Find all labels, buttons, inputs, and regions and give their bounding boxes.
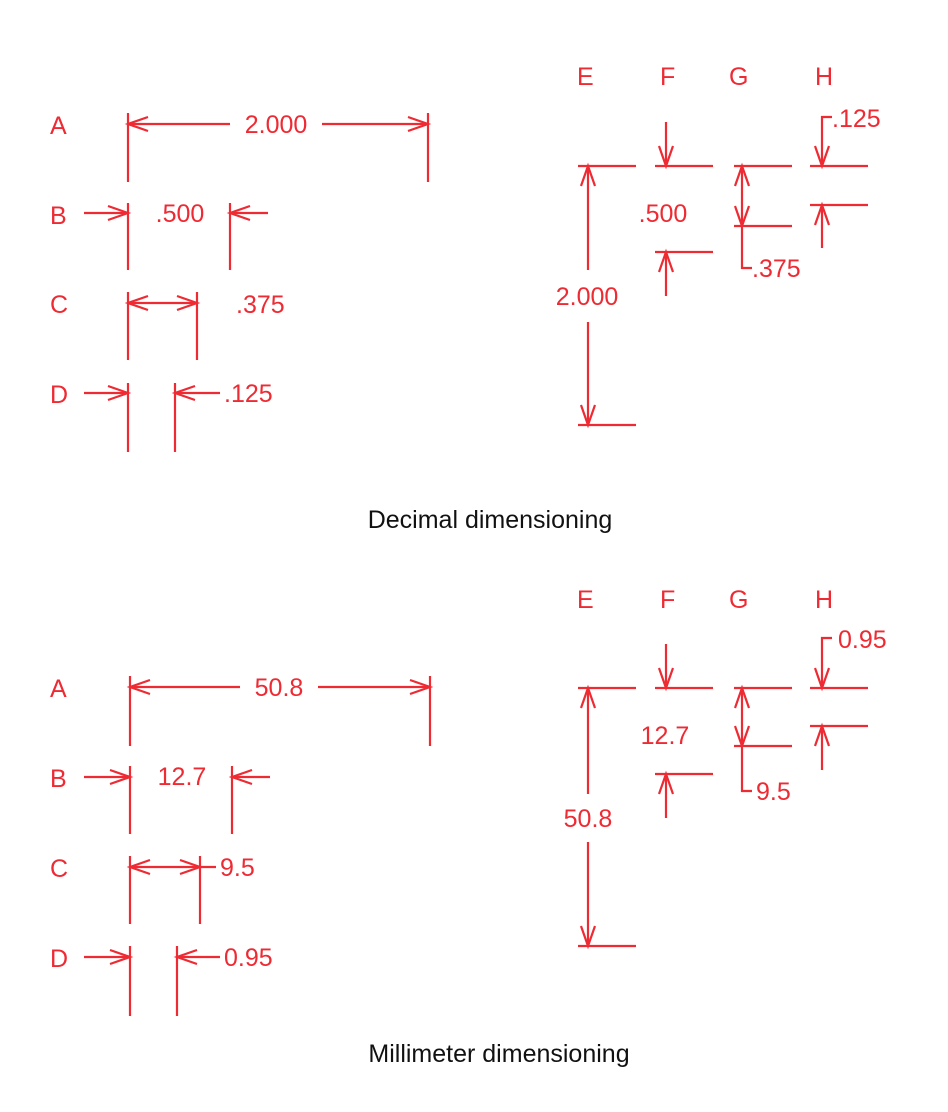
decimal-value-g: .375 — [752, 255, 801, 283]
decimal-value-c: .375 — [236, 291, 285, 319]
decimal-label-b: B — [50, 202, 67, 230]
metric-label-b: B — [50, 765, 67, 793]
decimal-value-d: .125 — [224, 380, 273, 408]
metric-value-f: 12.7 — [641, 722, 690, 750]
metric-panel: A B C D 50.8 12.7 — [50, 586, 887, 1068]
decimal-dim-f: .500 — [639, 122, 713, 296]
metric-value-a: 50.8 — [255, 674, 304, 702]
decimal-value-f: .500 — [639, 200, 688, 228]
decimal-dim-c: .375 — [124, 291, 285, 360]
metric-label-e: E — [577, 586, 594, 614]
metric-dim-c: 9.5 — [126, 854, 255, 924]
decimal-dim-b: .500 — [84, 200, 268, 270]
metric-value-d: 0.95 — [224, 944, 273, 972]
metric-label-c: C — [50, 855, 68, 883]
decimal-caption: Decimal dimensioning — [368, 506, 613, 534]
metric-label-f: F — [660, 586, 675, 614]
metric-value-g: 9.5 — [756, 778, 791, 806]
decimal-label-c: C — [50, 291, 68, 319]
decimal-label-g: G — [729, 63, 748, 91]
metric-value-e: 50.8 — [564, 805, 613, 833]
metric-dim-g: 9.5 — [733, 684, 792, 806]
metric-label-h: H — [815, 586, 833, 614]
decimal-label-h: H — [815, 63, 833, 91]
metric-dim-a: 50.8 — [126, 674, 434, 746]
metric-caption: Millimeter dimensioning — [368, 1040, 629, 1068]
decimal-panel: A B C D 2.000 .500 — [50, 63, 881, 534]
metric-dim-f: 12.7 — [641, 644, 713, 818]
decimal-dim-a: 2.000 — [124, 111, 432, 182]
metric-dim-d: 0.95 — [84, 944, 273, 1016]
metric-label-a: A — [50, 675, 67, 703]
metric-value-b: 12.7 — [158, 763, 207, 791]
decimal-label-a: A — [50, 112, 67, 140]
decimal-value-a: 2.000 — [245, 111, 308, 139]
decimal-label-e: E — [577, 63, 594, 91]
metric-value-h: 0.95 — [838, 626, 887, 654]
decimal-value-h: .125 — [832, 105, 881, 133]
decimal-label-f: F — [660, 63, 675, 91]
metric-label-d: D — [50, 945, 68, 973]
decimal-label-d: D — [50, 381, 68, 409]
metric-dim-h: 0.95 — [810, 626, 887, 770]
metric-dim-b: 12.7 — [84, 763, 270, 834]
decimal-value-e: 2.000 — [556, 283, 619, 311]
metric-value-c: 9.5 — [220, 854, 255, 882]
metric-label-g: G — [729, 586, 748, 614]
decimal-dim-g: .375 — [733, 162, 801, 283]
decimal-dim-h: .125 — [810, 105, 881, 248]
metric-dim-e: 50.8 — [564, 684, 636, 950]
decimal-value-b: .500 — [156, 200, 205, 228]
decimal-dim-d: .125 — [84, 380, 273, 452]
decimal-dim-e: 2.000 — [556, 162, 636, 429]
